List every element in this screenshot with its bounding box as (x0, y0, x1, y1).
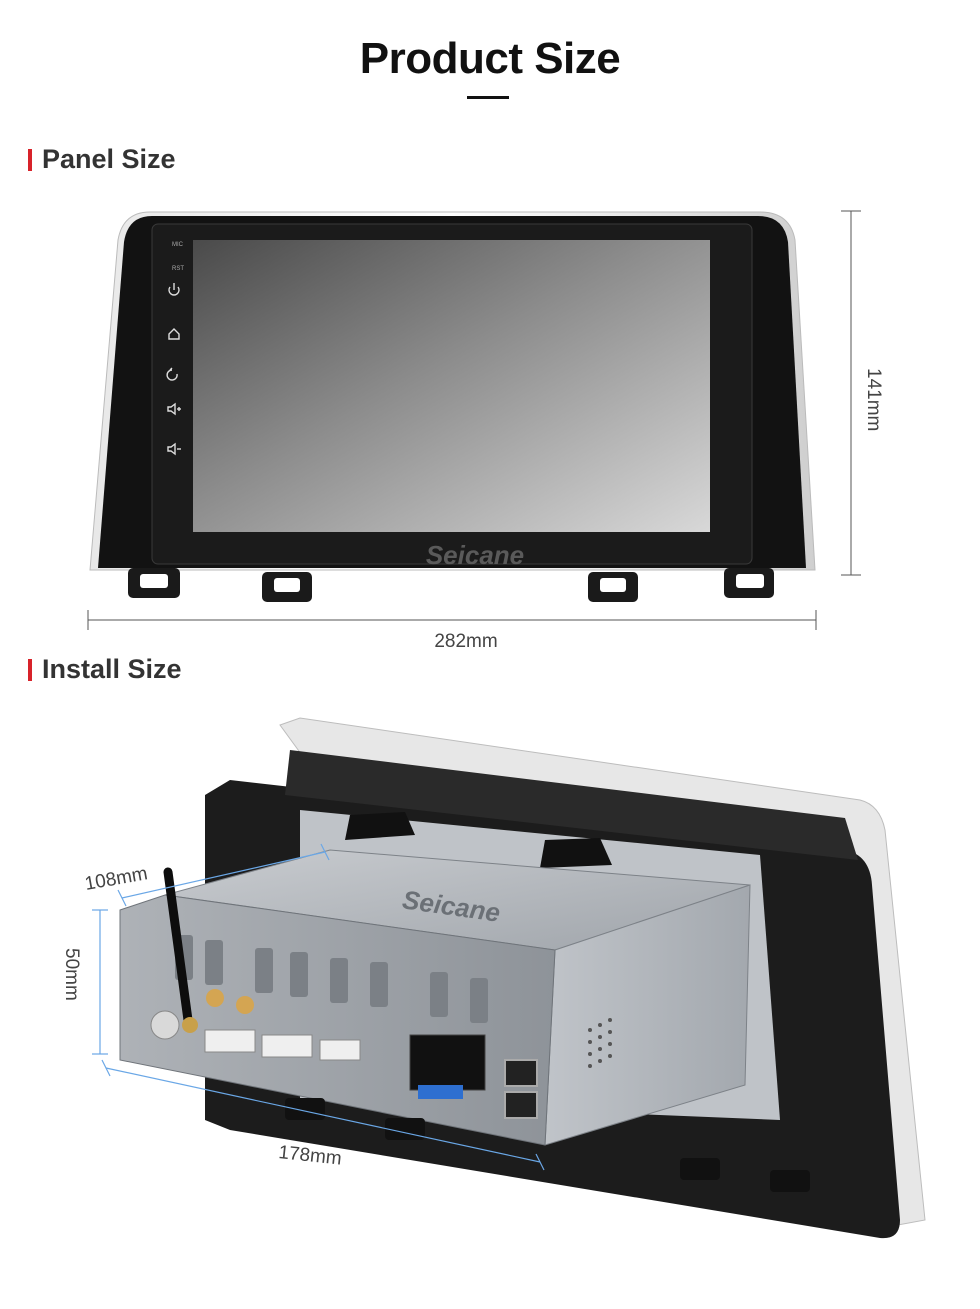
install-clips (285, 1098, 810, 1192)
harness-connectors (204, 1029, 361, 1061)
mounting-clips (128, 568, 774, 602)
chassis-vents (588, 1018, 612, 1068)
heading-accent-bar (28, 148, 32, 171)
volume-down-icon[interactable] (167, 442, 181, 456)
mic-label: MIC (172, 242, 184, 248)
back-icon[interactable] (166, 367, 178, 381)
volume-up-icon[interactable] (167, 402, 181, 416)
install-size-heading-text: Install Size (42, 654, 182, 684)
install-size-illustration: Seicane 108mm 50mm (61, 717, 926, 1239)
height-dimension-line-install (92, 909, 108, 1055)
panel-brand-logo: Seicane (426, 540, 524, 570)
panel-width-label: 282mm (434, 631, 497, 650)
depth-dimension-line (117, 843, 330, 907)
panel-height-label: 141mm (863, 368, 884, 431)
panel-screen (193, 240, 710, 532)
rf-connectors (206, 989, 254, 1014)
heading-accent-bar (28, 658, 32, 681)
power-icon[interactable] (168, 283, 180, 296)
height-dimension-line (841, 210, 861, 576)
page-title: Product Size (359, 34, 621, 83)
usb-ports (504, 1059, 538, 1119)
fuse (418, 1085, 463, 1099)
install-size-heading: Install Size (28, 654, 182, 685)
title-underline (467, 96, 509, 99)
home-icon[interactable] (168, 328, 180, 340)
panel-size-heading-text: Panel Size (42, 144, 176, 174)
panel-size-illustration: MIC RST Seicane 141mm 282m (87, 210, 884, 650)
width-dimension-line (87, 610, 817, 630)
panel-size-heading: Panel Size (28, 144, 176, 175)
install-depth-label: 108mm (83, 863, 149, 895)
width-dimension-line-install (101, 1059, 545, 1171)
install-height-label: 50mm (61, 948, 82, 1001)
rst-label: RST (172, 266, 184, 272)
main-connector (409, 1034, 486, 1091)
